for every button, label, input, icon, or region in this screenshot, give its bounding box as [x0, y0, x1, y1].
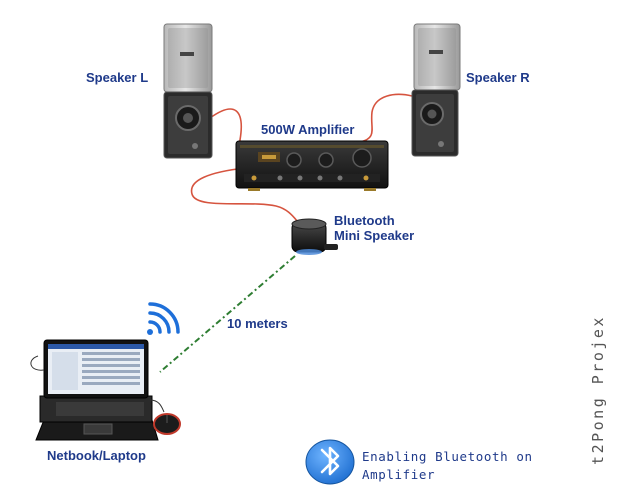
label-bluetooth-line-2: Mini Speaker — [334, 228, 415, 243]
bluetooth-mini-speaker — [291, 218, 338, 255]
speaker-left — [163, 23, 213, 159]
laptop — [30, 339, 159, 441]
cable-right — [359, 93, 413, 143]
speaker-right — [411, 23, 461, 157]
label-distance: 10 meters — [227, 316, 288, 331]
watermark: t2Pong Projex — [589, 315, 607, 465]
amplifier — [235, 140, 389, 191]
label-amplifier: 500W Amplifier — [261, 122, 355, 137]
bluetooth-icon — [305, 439, 355, 485]
mouse — [149, 399, 181, 435]
wireless-link — [159, 255, 296, 373]
label-speaker-left: Speaker L — [86, 70, 149, 85]
label-bluetooth-line-1: Bluetooth — [334, 213, 395, 228]
caption: Enabling Bluetooth on Amplifier — [362, 449, 533, 482]
wifi-signal-icon — [147, 302, 180, 335]
label-speaker-right: Speaker R — [466, 70, 530, 85]
label-laptop: Netbook/Laptop — [47, 448, 146, 463]
cable-amp-to-bt — [190, 167, 305, 229]
